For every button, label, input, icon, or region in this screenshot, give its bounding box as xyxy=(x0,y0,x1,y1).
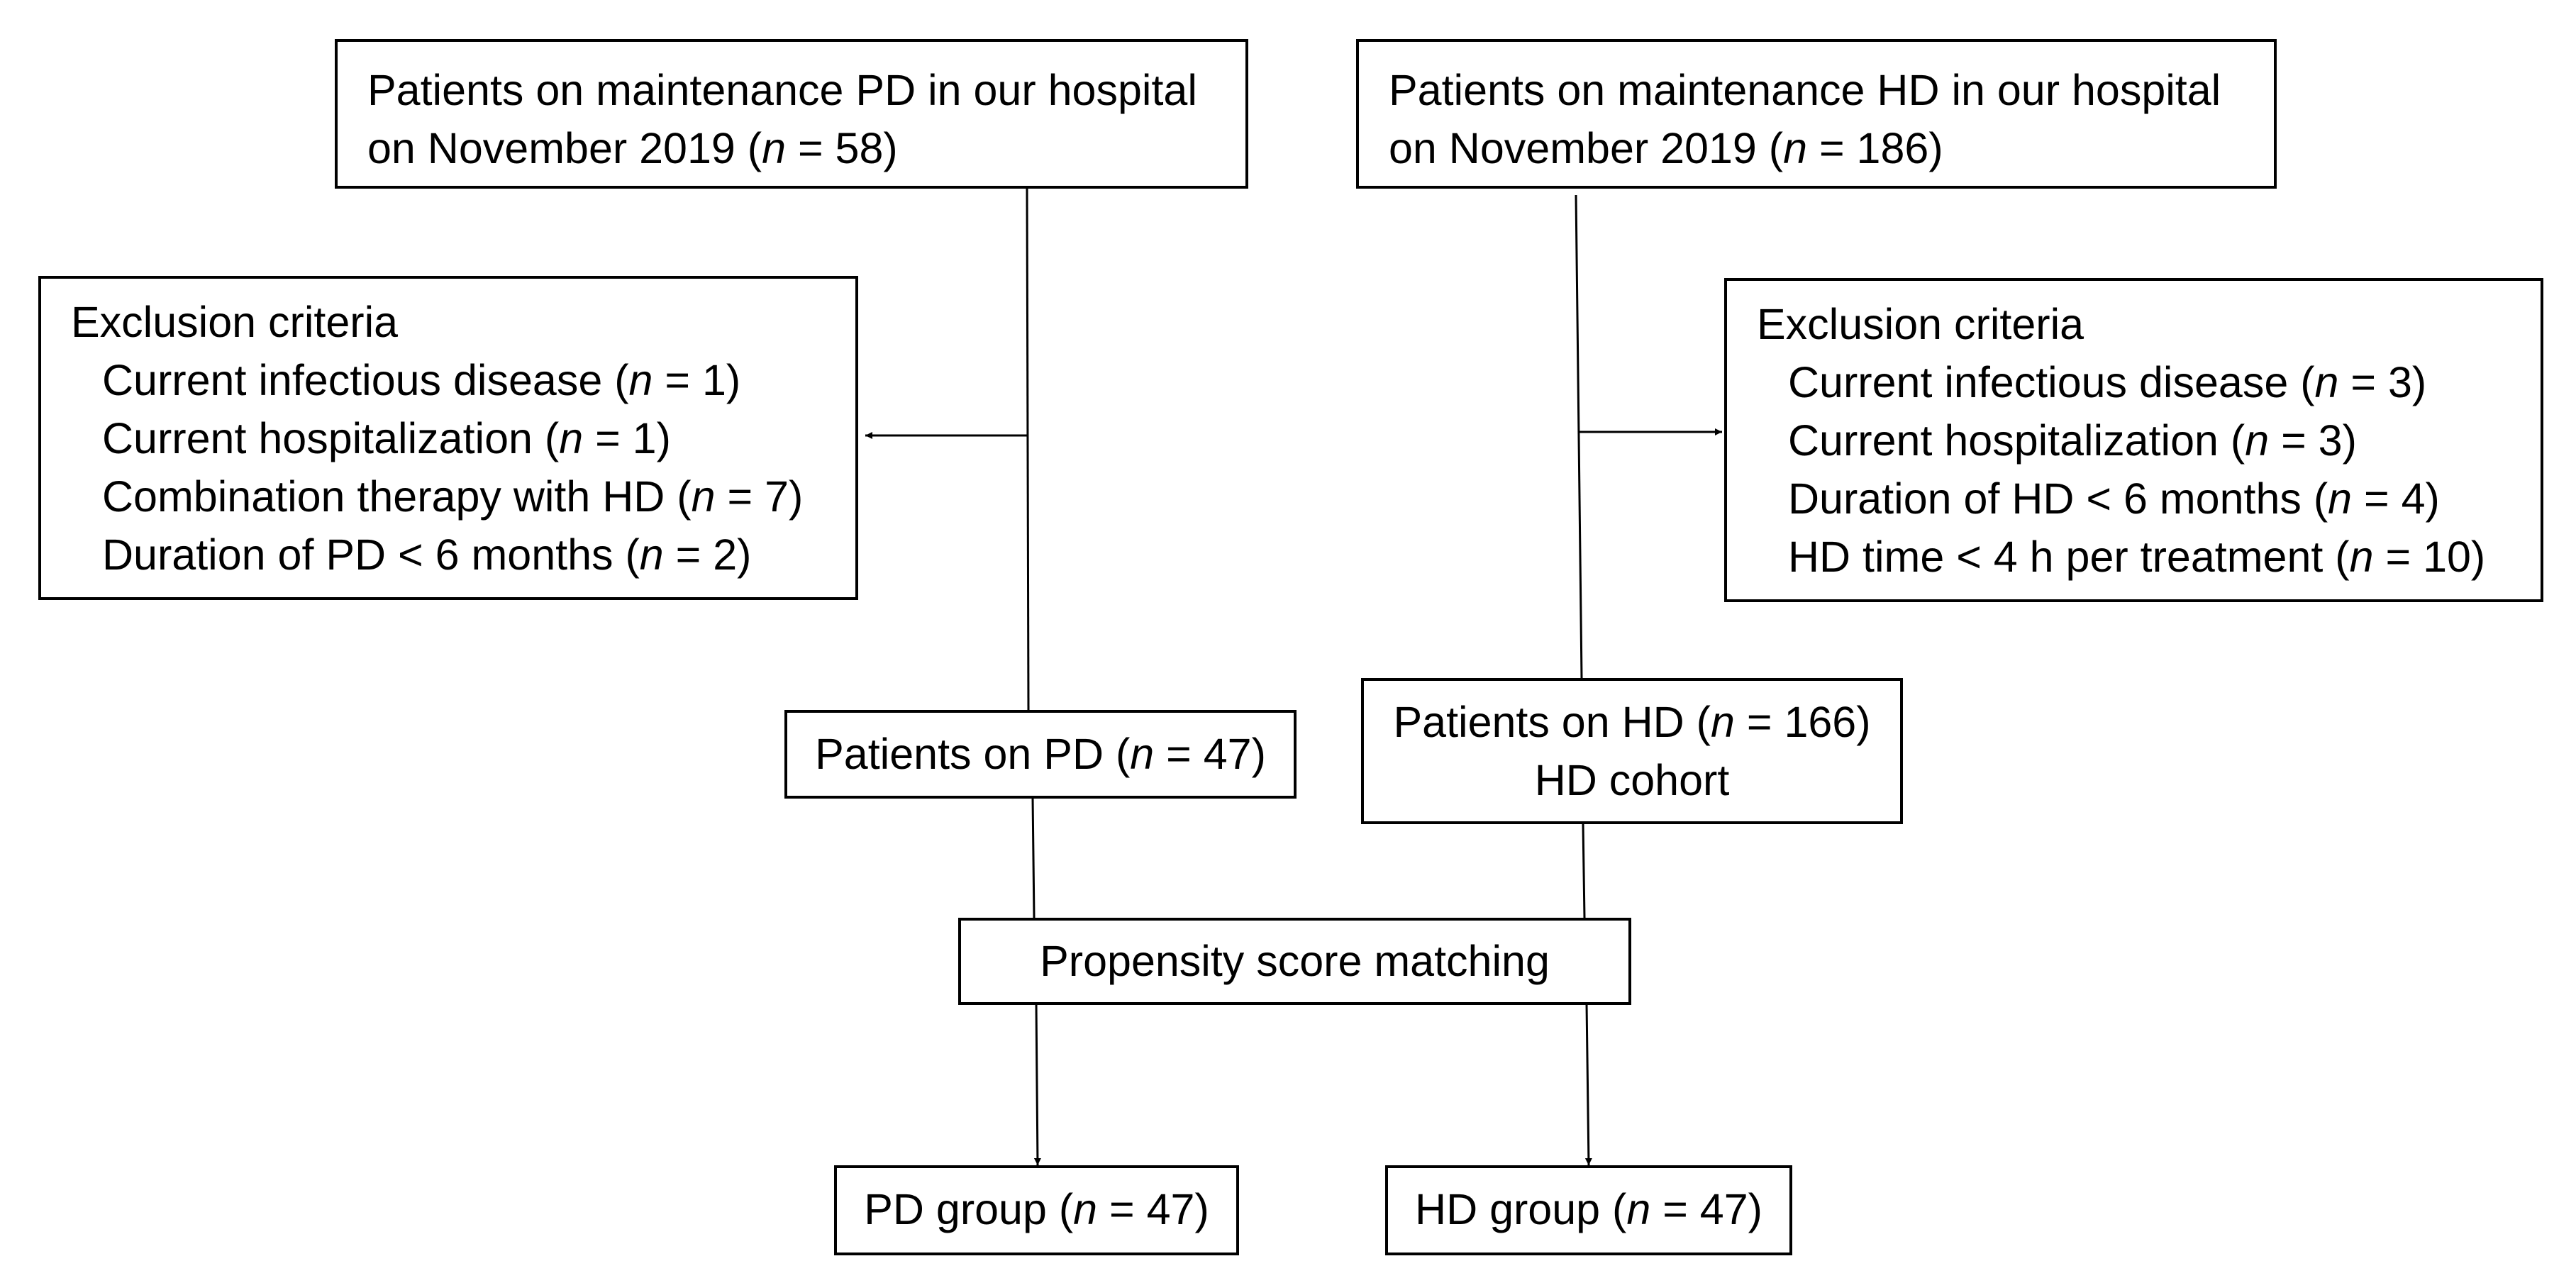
hd-exclusion-title: Exclusion criteria xyxy=(1757,300,2084,348)
pd-exclusion-item: Current infectious disease (n = 1) xyxy=(102,356,741,404)
pd-start-box: Patients on maintenance PD in our hospit… xyxy=(335,39,1248,189)
hd-main-connector xyxy=(1575,194,1583,679)
pd-group-label: PD group (n = 47) xyxy=(864,1185,1209,1233)
pd-start-line1: Patients on maintenance PD in our hospit… xyxy=(367,66,1197,114)
pd-to-psm-connector xyxy=(1031,796,1036,918)
hd-exclusion-item: Current hospitalization (n = 3) xyxy=(1788,416,2357,465)
pd-exclusion-item: Duration of PD < 6 months (n = 2) xyxy=(102,531,752,579)
pd-main-connector xyxy=(1026,186,1030,711)
hd-exclusion-item: Current infectious disease (n = 3) xyxy=(1788,358,2427,406)
hd-start-line1: Patients on maintenance HD in our hospit… xyxy=(1389,66,2221,114)
pd-exclusion-item: Combination therapy with HD (n = 7) xyxy=(102,472,804,521)
pd-patients-box: Patients on PD (n = 47) xyxy=(784,710,1297,799)
pd-patients-label: Patients on PD (n = 47) xyxy=(815,730,1266,778)
hd-patients-label: Patients on HD (n = 166) xyxy=(1393,698,1871,746)
hd-to-psm-connector xyxy=(1582,823,1586,918)
hd-cohort-label: HD cohort xyxy=(1534,756,1730,804)
hd-group-label: HD group (n = 47) xyxy=(1415,1185,1762,1233)
hd-psm-to-group-arrow xyxy=(1584,1003,1592,1166)
hd-exclusion-item: HD time < 4 h per treatment (n = 10) xyxy=(1788,533,2486,581)
pd-exclusion-item: Current hospitalization (n = 1) xyxy=(102,414,671,462)
psm-label: Propensity score matching xyxy=(1040,937,1550,985)
hd-start-line2: on November 2019 (n = 186) xyxy=(1389,124,1943,172)
pd-psm-to-group-arrow xyxy=(1033,1003,1041,1166)
hd-patients-box: Patients on HD (n = 166) HD cohort xyxy=(1361,678,1903,824)
propensity-score-matching-box: Propensity score matching xyxy=(958,918,1631,1005)
pd-exclusion-title: Exclusion criteria xyxy=(71,298,399,346)
pd-exclusion-box: Exclusion criteria Current infectious di… xyxy=(38,276,858,600)
hd-exclusion-box: Exclusion criteria Current infectious di… xyxy=(1724,278,2543,602)
hd-group-box: HD group (n = 47) xyxy=(1385,1165,1792,1255)
hd-exclusion-item: Duration of HD < 6 months (n = 4) xyxy=(1788,474,2440,523)
pd-group-box: PD group (n = 47) xyxy=(834,1165,1239,1255)
pd-start-line2: on November 2019 (n = 58) xyxy=(367,124,898,172)
hd-start-box: Patients on maintenance HD in our hospit… xyxy=(1356,39,2277,189)
